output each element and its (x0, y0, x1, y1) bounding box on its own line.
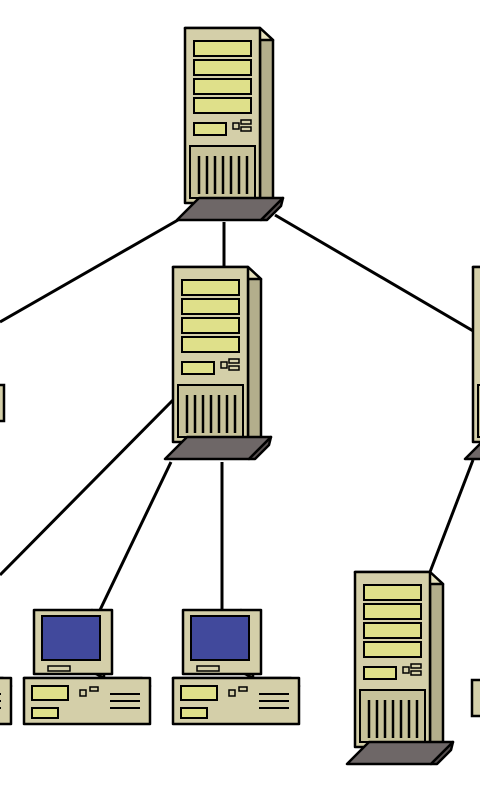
link-server-middle-to-workstation-left (98, 461, 173, 611)
device-icon (0, 383, 6, 423)
server-icon (175, 26, 285, 222)
link-server-top-to-node-left (0, 218, 179, 324)
desktop-computer-icon (171, 608, 301, 726)
network-links (0, 213, 480, 611)
server-icon (163, 265, 273, 461)
link-server-right-to-server-bottom-right (428, 459, 475, 573)
server-icon (345, 570, 455, 766)
link-server-middle-to-workstation-far-left (0, 398, 175, 577)
link-server-top-to-server-right (274, 213, 480, 337)
desktop-computer-icon (0, 676, 13, 726)
network-nodes (0, 26, 480, 766)
device-icon (470, 678, 480, 718)
desktop-computer-icon (22, 608, 152, 726)
